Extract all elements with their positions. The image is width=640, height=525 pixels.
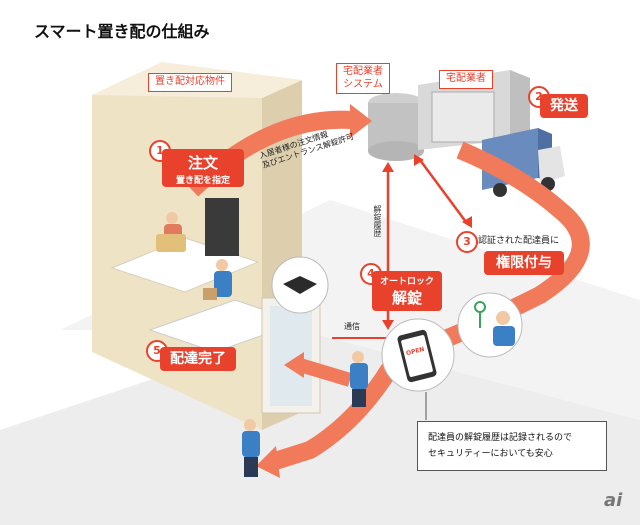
resident-chair [156, 234, 186, 252]
truck-cab [538, 146, 565, 184]
courier-auth-circle [457, 292, 523, 358]
security-note: 配達員の解錠履歴は記録されるので セキュリティーにおいても安心 [417, 421, 607, 472]
entrance-glass [270, 306, 312, 406]
property-tag-label: 置き配対応物件 [155, 76, 225, 87]
step-4-callout: オートロック 解錠 [372, 271, 442, 311]
courier-entrance-legs [352, 389, 366, 407]
step-3-callout: 権限付与 [484, 251, 564, 275]
communication-label: 通信 [344, 322, 360, 331]
step-2-callout: 発送 [540, 94, 588, 118]
ai-logo: ai [604, 490, 623, 511]
step-5-callout: 配達完了 [160, 347, 236, 371]
flow-arrow-order-head [350, 104, 372, 138]
delivery-system-tag-line1: 宅配業者 [343, 66, 383, 77]
flow-arrow-entrance-head [284, 352, 304, 378]
courier-leaving-head [244, 419, 256, 431]
room-door [205, 198, 239, 256]
step-2-title: 発送 [550, 98, 578, 114]
delivery-system-tag-line2: システム [343, 78, 383, 90]
resident-head [166, 212, 178, 224]
step-1-subtitle: 置き配を指定 [175, 176, 230, 186]
security-note-line2: セキュリティーにおいても安心 [428, 449, 553, 460]
courier-auth-head [496, 311, 510, 325]
delivery-company-tag-label: 宅配業者 [446, 73, 486, 84]
flow-arrow-delivery [269, 355, 403, 471]
phone-screen [401, 335, 433, 377]
arrow-grant-head-top [414, 154, 424, 166]
delivery-company-tag: 宅配業者 [439, 70, 493, 89]
page-title: スマート置き配の仕組み [34, 22, 210, 41]
step-1-callout: 注文 置き配を指定 [162, 149, 244, 187]
lock-device [283, 276, 317, 294]
courier-leaving-body [242, 431, 260, 457]
step-4-subtitle: オートロック [379, 277, 434, 287]
courier-door-head [216, 259, 228, 271]
courier-leaving-legs [244, 457, 258, 477]
courier-entrance-head [352, 351, 364, 363]
depot-side [510, 70, 530, 148]
step-5-title: 配達完了 [170, 351, 226, 367]
parcel [203, 288, 217, 300]
step-3-title: 権限付与 [496, 255, 552, 271]
flow-arrow-entrance [297, 358, 353, 387]
delivery-system-tag: 宅配業者 システム [336, 63, 390, 94]
courier-entrance-body [350, 363, 368, 389]
security-note-line1: 配達員の解錠履歴は記録されるので [428, 433, 573, 443]
step-4-title: 解錠 [391, 289, 422, 307]
truck-wheel [493, 183, 507, 197]
property-tag: 置き配対応物件 [148, 73, 232, 92]
depot-door [431, 91, 495, 143]
courier-door-body [214, 271, 232, 297]
flow-arrow-delivery-head [256, 446, 280, 478]
step-3-subtitle: 認証された配達員に [478, 236, 560, 246]
arrow-unlock-history-head-bottom [382, 320, 394, 330]
step-1-title: 注文 [187, 154, 218, 172]
arrow-unlock-history-head-top [382, 162, 394, 172]
arrow-grant-head-bottom [462, 216, 472, 228]
step-3-number: 3 [456, 231, 478, 253]
server-bottom [368, 141, 424, 161]
unlock-history-label: 解錠履歴 [373, 205, 382, 237]
arrow-grant [418, 159, 468, 223]
courier-auth-body [493, 326, 515, 346]
